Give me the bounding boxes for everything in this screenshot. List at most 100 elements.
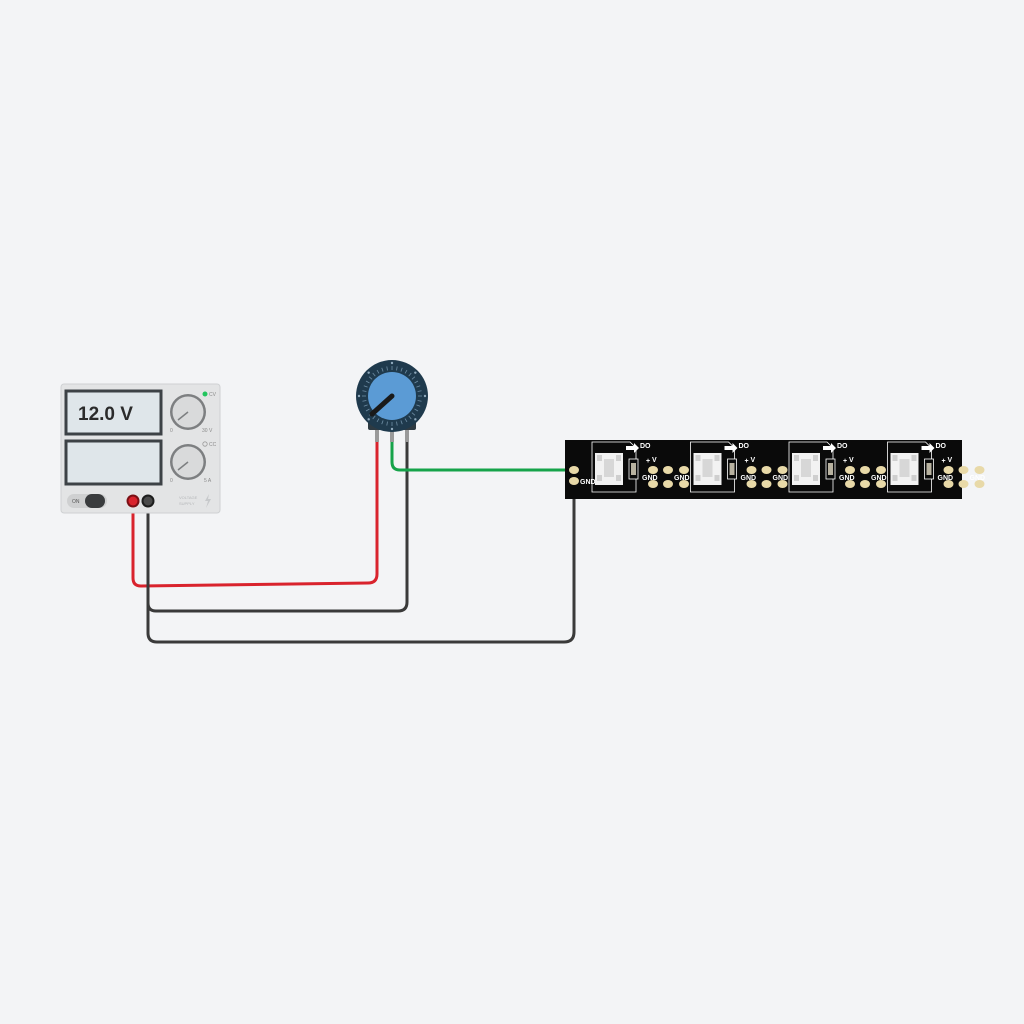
solder-pad[interactable] — [746, 466, 757, 474]
do-label: DO — [739, 443, 750, 450]
gnd-label: GND — [970, 475, 986, 482]
voltage-display — [64, 389, 163, 436]
solder-pad[interactable] — [679, 480, 689, 488]
arrow-right-icon — [823, 443, 836, 453]
gnd-label: GND — [839, 475, 855, 482]
pot-tick — [411, 412, 416, 416]
do-label: DO — [640, 443, 651, 450]
wire-ground-strip[interactable] — [146, 479, 576, 644]
solder-pad[interactable] — [746, 480, 757, 488]
solder-pad[interactable] — [860, 480, 870, 488]
led-pad — [616, 475, 621, 481]
solder-pad[interactable] — [974, 466, 985, 474]
led-pad — [597, 455, 602, 461]
solder-pad[interactable] — [958, 480, 969, 488]
strip-input-pad-di[interactable] — [569, 466, 579, 474]
solder-pad[interactable] — [761, 480, 772, 488]
solder-pad[interactable] — [663, 466, 673, 474]
led-chip-die — [604, 459, 614, 477]
led-pad — [695, 475, 701, 481]
negative-terminal[interactable] — [141, 494, 155, 508]
plus-label: + — [646, 458, 650, 465]
pot-tick — [408, 372, 412, 377]
voltage-min-label: 0 — [170, 428, 173, 434]
cc-label: CC — [209, 442, 217, 448]
voltage-knob[interactable] — [170, 394, 206, 430]
pot-tick — [396, 366, 398, 371]
pot-tick — [376, 369, 380, 374]
led-pad — [911, 475, 917, 481]
led-pad — [714, 475, 720, 481]
gnd-label: GND — [642, 475, 658, 482]
solder-pad[interactable] — [974, 480, 985, 488]
solder-pad[interactable] — [777, 480, 788, 488]
voltage-readout: 12.0 V — [78, 404, 133, 425]
solder-pad[interactable] — [845, 480, 855, 488]
strip-input-pad-gnd[interactable] — [569, 477, 579, 485]
led-chip-die — [702, 459, 713, 477]
solder-pad[interactable] — [943, 480, 954, 488]
power-switch[interactable] — [67, 494, 107, 508]
plus-label: + — [843, 458, 847, 465]
arrow-right-icon — [921, 443, 935, 453]
pot-tick — [417, 400, 422, 402]
do-label: DO — [837, 443, 848, 450]
capacitor-body — [926, 463, 932, 475]
v-label: V — [652, 457, 657, 464]
solder-pad[interactable] — [876, 466, 886, 474]
positive-terminal[interactable] — [126, 494, 140, 508]
potentiometer[interactable] — [356, 360, 428, 442]
led-chip-die — [801, 459, 811, 477]
power-switch-label: ON — [72, 499, 80, 505]
arrow-right-icon — [724, 443, 738, 453]
pot-tick — [372, 415, 376, 420]
led-chip-die — [899, 459, 910, 477]
gnd-label: GND — [741, 475, 757, 482]
pot-dot — [414, 371, 417, 374]
solder-pad[interactable] — [648, 466, 658, 474]
pot-tick — [362, 400, 367, 402]
brand-line-1: VOLTAGE — [179, 495, 198, 500]
solder-pad[interactable] — [761, 466, 772, 474]
plus-label: + — [942, 458, 946, 465]
brand-line-2: SUPPLY — [179, 501, 195, 506]
solder-pad[interactable] — [943, 466, 954, 474]
solder-pad[interactable] — [663, 480, 673, 488]
pot-pin-wiper[interactable] — [390, 426, 394, 442]
led-pad — [616, 455, 621, 461]
solder-pad[interactable] — [679, 466, 689, 474]
solder-pad[interactable] — [876, 480, 886, 488]
strip-input-gnd-label: GND — [580, 479, 596, 486]
pot-dot — [414, 418, 417, 421]
cv-label: CV — [209, 392, 217, 398]
solder-pad[interactable] — [860, 466, 870, 474]
solder-pad[interactable] — [648, 480, 658, 488]
pot-tick — [404, 418, 408, 423]
led-pad — [597, 475, 602, 481]
led-pad — [911, 455, 917, 461]
pot-pin-left[interactable] — [375, 426, 379, 442]
wire-positive[interactable] — [131, 438, 379, 588]
pot-pin-right[interactable] — [405, 426, 409, 442]
current-knob[interactable] — [170, 444, 206, 480]
pot-pointer — [369, 393, 395, 417]
solder-pad[interactable] — [958, 466, 969, 474]
do-label: DO — [936, 443, 947, 450]
current-display — [64, 439, 163, 486]
solder-pad[interactable] — [845, 466, 855, 474]
gnd-label: GND — [871, 475, 887, 482]
wire-signal[interactable] — [390, 438, 576, 472]
power-supply[interactable]: 12.0 V CV CC 0 30 V 0 5 A ON — [60, 383, 221, 514]
wires — [131, 438, 576, 644]
cv-indicator — [202, 391, 208, 397]
solder-pad[interactable] — [777, 466, 788, 474]
led-pad — [892, 455, 898, 461]
pot-tick — [376, 418, 380, 423]
current-max-label: 5 A — [204, 478, 212, 484]
